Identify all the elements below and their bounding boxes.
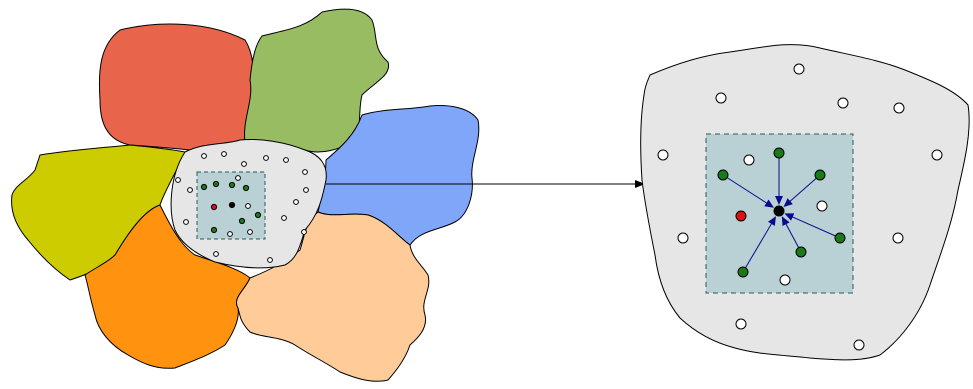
point-empty: [247, 229, 253, 235]
point-neighbor: [238, 217, 246, 225]
point-empty: [293, 199, 299, 205]
point-empty: [267, 257, 273, 263]
point-neighbor: [737, 266, 749, 278]
point-empty: [175, 177, 181, 183]
point-empty: [183, 219, 189, 225]
point-empty: [853, 339, 865, 351]
point-empty: [837, 97, 849, 109]
neighbor-arrows: [722, 153, 841, 273]
point-neighbor: [834, 232, 846, 244]
neighbor-arrow: [781, 216, 802, 253]
point-empty: [201, 153, 207, 159]
point-target: [773, 205, 785, 217]
point-empty: [892, 232, 904, 244]
point-empty: [816, 200, 828, 212]
point-empty: [227, 231, 233, 237]
neighbor-arrow: [722, 174, 774, 208]
point-empty: [931, 149, 943, 161]
zoomed-region: [640, 44, 970, 361]
point-excluded: [210, 203, 218, 211]
point-empty: [283, 157, 289, 163]
neighbor-arrow: [783, 174, 821, 208]
point-empty: [302, 169, 308, 175]
point-neighbor: [212, 180, 220, 188]
point-neighbor: [200, 183, 208, 191]
point-empty: [893, 102, 905, 114]
point-empty: [281, 215, 287, 221]
point-neighbor: [242, 184, 250, 192]
neighbor-arrow: [742, 216, 776, 273]
point-excluded: [735, 210, 747, 222]
point-empty: [213, 251, 219, 257]
point-target: [228, 201, 236, 209]
region-peach: [236, 211, 430, 382]
region-green: [244, 8, 390, 153]
point-neighbor: [254, 211, 262, 219]
point-neighbor: [814, 169, 826, 181]
neighbor-arrow: [784, 213, 841, 239]
point-empty: [303, 187, 309, 193]
point-neighbor: [228, 181, 236, 189]
point-empty: [241, 161, 247, 167]
point-neighbor: [717, 169, 729, 181]
point-neighbor: [210, 226, 218, 234]
small-points: [175, 151, 309, 263]
point-neighbor: [795, 246, 807, 258]
point-empty: [743, 154, 755, 166]
region-orange: [84, 204, 251, 369]
point-empty: [187, 187, 193, 193]
region-cluster: [11, 8, 480, 382]
point-empty: [245, 203, 251, 209]
point-empty: [657, 149, 669, 161]
large-points: [657, 63, 943, 351]
point-empty: [677, 232, 689, 244]
point-empty: [235, 175, 241, 181]
point-empty: [263, 155, 269, 161]
point-neighbor: [773, 147, 785, 159]
point-empty: [735, 318, 747, 330]
point-empty: [715, 92, 727, 104]
point-empty: [221, 151, 227, 157]
point-empty: [793, 63, 805, 75]
point-empty: [779, 274, 791, 286]
region-red: [98, 23, 256, 161]
point-empty: [301, 229, 307, 235]
